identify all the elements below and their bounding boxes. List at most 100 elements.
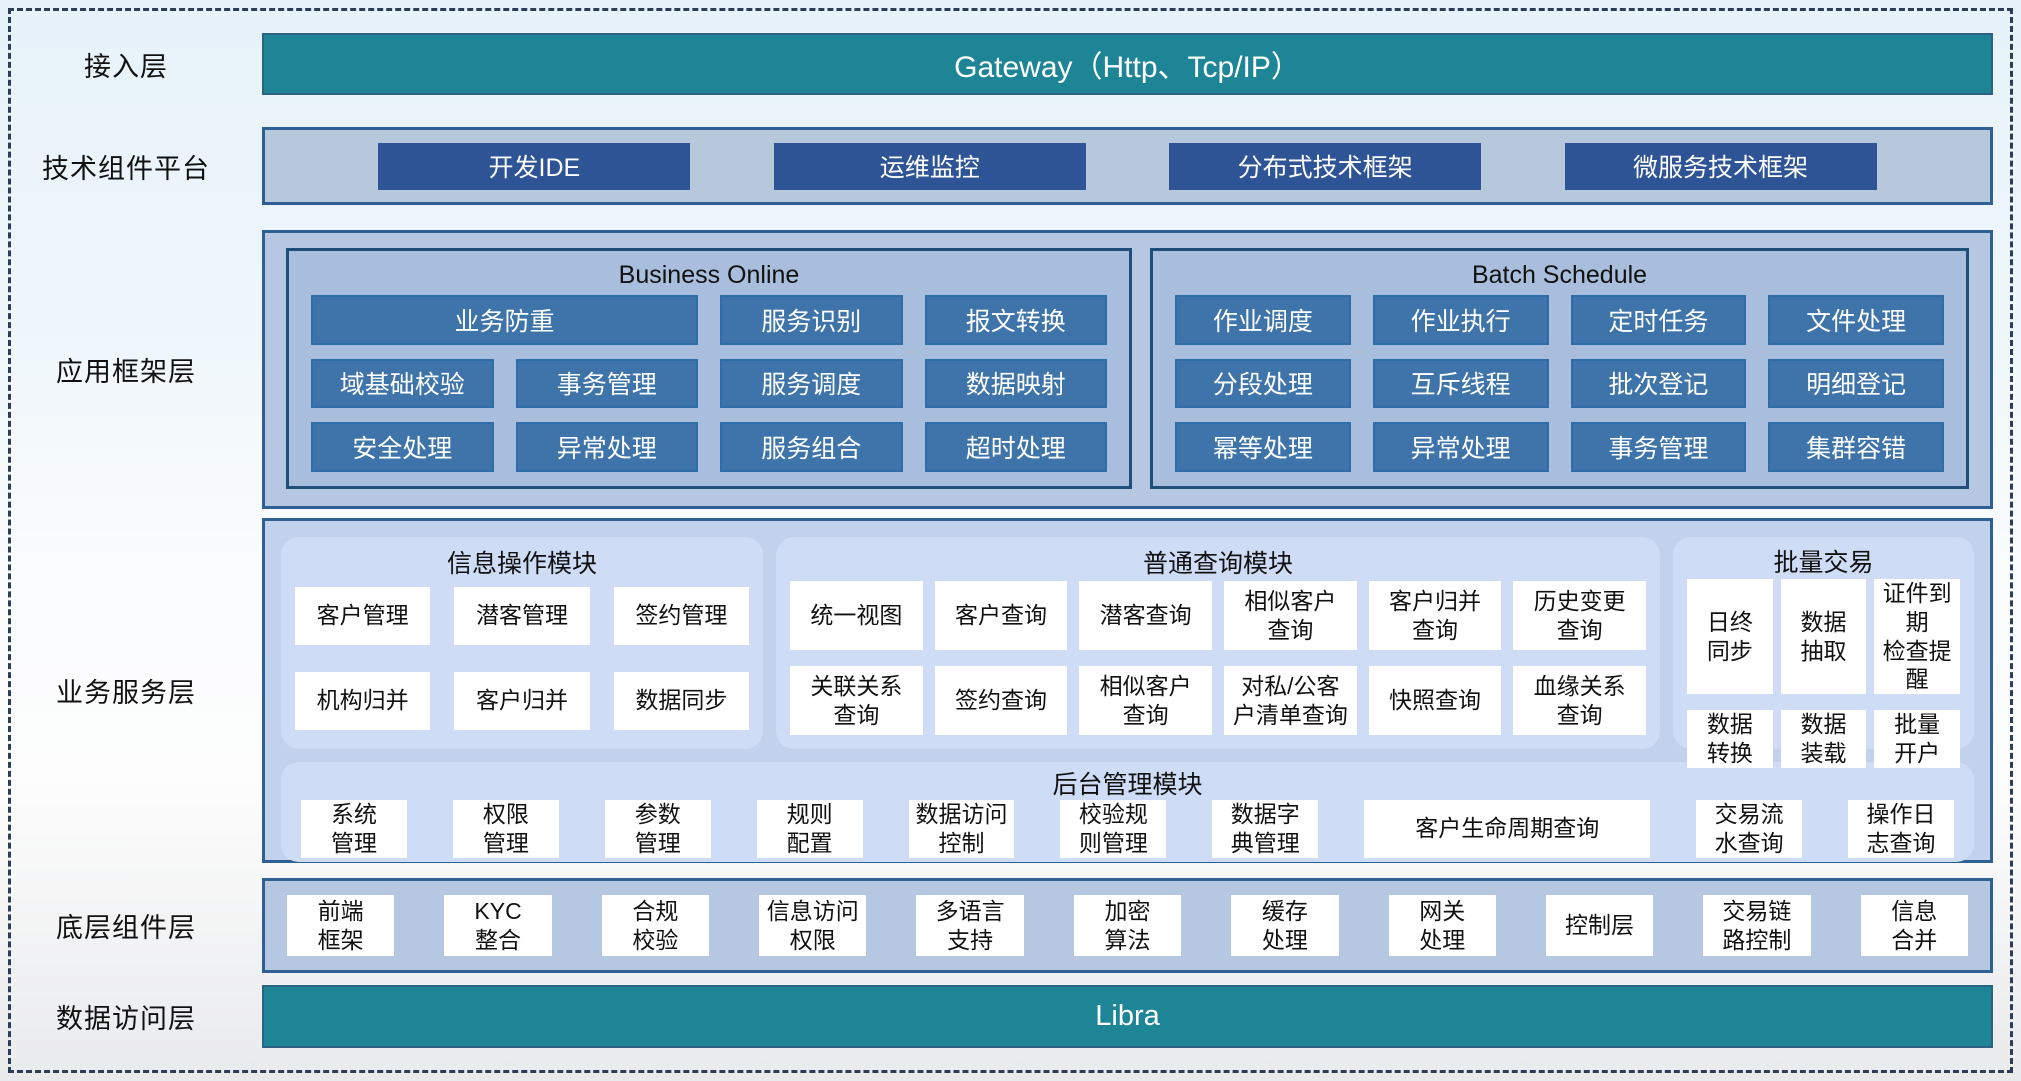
admin-item-box: 数据字 典管理	[1212, 800, 1319, 858]
admin-item-box: 数据访问 控制	[908, 800, 1015, 858]
business-online-item-box: 异常处理	[515, 422, 698, 472]
business-online-grid: 业务防重服务识别报文转换域基础校验事务管理服务调度数据映射安全处理异常处理服务组…	[311, 295, 1107, 472]
layer-label-tech: 技术组件平台	[42, 153, 210, 184]
business-service-top: 信息操作模块 客户管理潜客管理签约管理机构归并客户归并数据同步 普通查询模块 统…	[281, 537, 1974, 768]
common-query-item-box: 关联关系 查询	[790, 666, 923, 735]
admin-item-box: 客户生命周期查询	[1364, 800, 1651, 858]
tech-platform-row: 开发IDE 运维监控 分布式技术框架 微服务技术框架	[262, 127, 1993, 205]
batch-trade-item-box: 数据 抽取	[1780, 579, 1867, 694]
info-operation-module: 信息操作模块 客户管理潜客管理签约管理机构归并客户归并数据同步	[281, 537, 763, 749]
common-query-item-box: 客户归并 查询	[1368, 581, 1502, 650]
layer-label-access: 接入层	[84, 51, 168, 82]
info-operation-title: 信息操作模块	[446, 550, 597, 578]
admin-item-box: 权限 管理	[452, 800, 559, 858]
common-query-item-box: 相似客户 查询	[1224, 581, 1357, 650]
batch-trade-title: 批量交易	[1773, 549, 1874, 577]
layer-label-base: 底层组件层	[56, 913, 196, 943]
business-online-item-box: 报文转换	[924, 295, 1107, 345]
info-operation-item-box: 机构归并	[295, 671, 431, 730]
app-framework-row: Business Online 业务防重服务识别报文转换域基础校验事务管理服务调…	[262, 230, 1993, 509]
gateway-bar: Gateway（Http、Tcp/IP）	[262, 33, 1993, 95]
business-online-box: Business Online 业务防重服务识别报文转换域基础校验事务管理服务调…	[286, 248, 1132, 489]
batch-schedule-item-box: 互斥线程	[1372, 358, 1549, 409]
tech-component-box: 微服务技术框架	[1564, 142, 1877, 190]
common-query-item-box: 统一视图	[790, 581, 923, 650]
batch-schedule-item-box: 事务管理	[1570, 422, 1747, 472]
admin-item-box: 操作日 志查询	[1848, 800, 1954, 858]
admin-item-box: 参数 管理	[604, 800, 711, 858]
admin-item-box: 交易流 水查询	[1696, 800, 1803, 858]
base-component-box: 合规 校验	[601, 895, 710, 956]
batch-schedule-item-box: 作业执行	[1372, 295, 1549, 345]
admin-item-box: 系统 管理	[301, 800, 407, 858]
base-component-box: 信息 合并	[1860, 895, 1968, 956]
business-online-item-box: 服务调度	[720, 358, 903, 409]
base-components-row: 前端 框架 KYC 整合合规 校验信息访问 权限多语言 支持加密 算法缓存 处理网…	[262, 878, 1993, 973]
layer-label-biz: 业务服务层	[56, 678, 196, 708]
libra-bar: Libra	[262, 985, 1993, 1048]
batch-trade-grid: 日终 同步数据 抽取证件到期 检查提醒数据 转换数据 装载批量 开户	[1687, 579, 1960, 768]
common-query-item-box: 相似客户 查询	[1079, 666, 1212, 735]
info-operation-item-box: 数据同步	[613, 671, 749, 730]
base-component-box: 信息访问 权限	[759, 895, 867, 956]
common-query-item-box: 快照查询	[1368, 666, 1502, 735]
tech-component-box: 运维监控	[773, 142, 1086, 190]
admin-module-title: 后台管理模块	[1052, 771, 1203, 799]
common-query-item-box: 对私/公客 户清单查询	[1224, 666, 1357, 735]
base-component-box: 缓存 处理	[1231, 895, 1339, 956]
admin-module: 后台管理模块 系统 管理权限 管理参数 管理规则 配置数据访问 控制校验规 则管…	[281, 762, 1974, 862]
admin-item-box: 校验规 则管理	[1060, 800, 1167, 858]
common-query-item-box: 签约查询	[934, 666, 1068, 735]
base-component-box: 控制层	[1545, 895, 1654, 956]
common-query-grid: 统一视图客户查询潜客查询相似客户 查询客户归并 查询历史变更 查询关联关系 查询…	[790, 581, 1646, 735]
batch-schedule-grid: 作业调度作业执行定时任务文件处理分段处理互斥线程批次登记明细登记幂等处理异常处理…	[1175, 295, 1944, 472]
base-component-box: 前端 框架	[287, 895, 395, 956]
base-component-box: KYC 整合	[444, 895, 552, 956]
common-query-item-box: 潜客查询	[1079, 581, 1212, 650]
batch-schedule-item-box: 明细登记	[1768, 358, 1944, 409]
info-operation-item-box: 客户归并	[454, 671, 590, 730]
common-query-item-box: 客户查询	[934, 581, 1068, 650]
base-component-box: 加密 算法	[1073, 895, 1182, 956]
batch-schedule-item-box: 分段处理	[1175, 358, 1351, 409]
batch-schedule-item-box: 定时任务	[1570, 295, 1747, 345]
business-online-item-box: 数据映射	[924, 358, 1107, 409]
batch-schedule-box: Batch Schedule 作业调度作业执行定时任务文件处理分段处理互斥线程批…	[1150, 248, 1969, 489]
business-online-item-box: 服务识别	[720, 295, 903, 345]
admin-item-box: 规则 配置	[756, 800, 863, 858]
batch-trade-item-box: 证件到期 检查提醒	[1874, 579, 1960, 694]
business-online-item-box: 域基础校验	[311, 358, 494, 409]
batch-schedule-item-box: 作业调度	[1175, 295, 1351, 345]
business-service-row: 信息操作模块 客户管理潜客管理签约管理机构归并客户归并数据同步 普通查询模块 统…	[262, 518, 1993, 863]
business-online-title: Business Online	[618, 260, 800, 289]
common-query-title: 普通查询模块	[1142, 550, 1293, 578]
batch-schedule-item-box: 集群容错	[1768, 422, 1944, 472]
layer-label-app: 应用框架层	[56, 357, 196, 387]
base-component-box: 网关 处理	[1388, 895, 1496, 956]
tech-component-box: 分布式技术框架	[1169, 142, 1482, 190]
info-operation-grid: 客户管理潜客管理签约管理机构归并客户归并数据同步	[295, 581, 749, 735]
base-component-box: 交易链 路控制	[1703, 895, 1811, 956]
info-operation-item-box: 潜客管理	[454, 586, 590, 645]
base-component-box: 多语言 支持	[916, 895, 1024, 956]
common-query-item-box: 血缘关系 查询	[1513, 666, 1646, 735]
batch-trade-item-box: 批量 开户	[1874, 710, 1960, 768]
batch-schedule-item-box: 幂等处理	[1175, 422, 1351, 472]
batch-schedule-item-box: 异常处理	[1372, 422, 1549, 472]
info-operation-item-box: 客户管理	[295, 586, 431, 645]
batch-schedule-item-box: 文件处理	[1768, 295, 1944, 345]
business-online-item-box: 安全处理	[311, 422, 494, 472]
batch-schedule-item-box: 批次登记	[1570, 358, 1747, 409]
business-online-item-box: 事务管理	[515, 358, 698, 409]
tech-component-box: 开发IDE	[378, 142, 691, 190]
batch-trade-item-box: 日终 同步	[1687, 579, 1773, 694]
admin-module-items: 系统 管理权限 管理参数 管理规则 配置数据访问 控制校验规 则管理数据字 典管…	[301, 800, 1954, 858]
batch-schedule-title: Batch Schedule	[1471, 260, 1648, 289]
business-online-item-box: 业务防重	[311, 295, 698, 345]
batch-trade-item-box: 数据 转换	[1687, 710, 1773, 768]
business-online-item-box: 超时处理	[924, 422, 1107, 472]
common-query-item-box: 历史变更 查询	[1513, 581, 1646, 650]
batch-trade-module: 批量交易 日终 同步数据 抽取证件到期 检查提醒数据 转换数据 装载批量 开户	[1673, 537, 1974, 768]
layer-label-data-access: 数据访问层	[56, 1004, 196, 1034]
